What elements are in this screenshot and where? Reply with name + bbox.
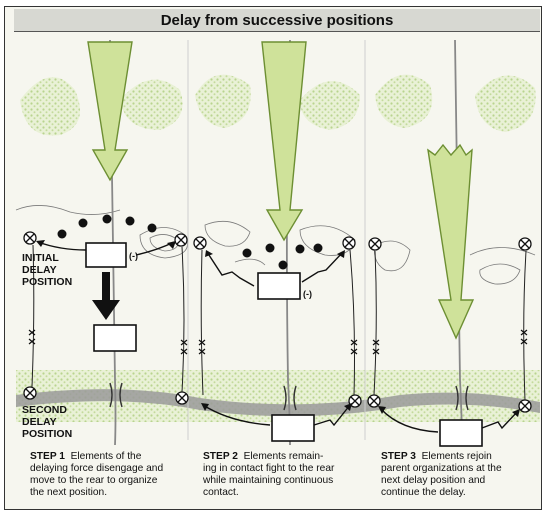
initial-label-line: INITIAL [22,252,59,264]
bridges [109,382,469,411]
attack-arrow-2 [261,41,307,242]
initial-delay-label: INITIAL DELAY POSITION [22,252,72,288]
caption-line: the next position. [30,487,108,498]
boundary-markers [28,329,528,355]
title-bar: Delay from successive positions [14,9,540,32]
initial-label-line: POSITION [22,276,73,288]
friendly-units [85,242,483,447]
unit-rear-step1 [93,324,137,352]
minus-sign-step2: (-) [303,289,312,299]
caption-line: delaying force disengage and [30,463,164,474]
caption-line: while maintaining continuous [203,475,334,486]
step-label: STEP 3 [381,451,416,462]
second-label-line: SECOND [22,404,67,416]
enemy-attack-arrows [87,41,475,340]
step-label: STEP 2 [203,451,238,462]
unit-second-step3 [439,419,483,447]
minus-sign-step1: (-) [129,251,138,261]
step-1-caption: STEP 1 Elements of the delaying force di… [30,451,182,499]
river [16,389,540,417]
diagram-title: Delay from successive positions [160,11,394,29]
step-3-caption: STEP 3 Elements rejoin parent organizati… [381,451,533,499]
unit-contact-step2 [257,272,301,300]
step-2-caption: STEP 2 Elements remain- ing in contact f… [203,451,363,499]
second-label-line: DELAY [22,416,57,428]
boundary-lines [31,244,527,401]
unit-second-step2 [271,414,315,442]
enemy-units [57,214,323,270]
step-label: STEP 1 [30,451,65,462]
caption-line: Elements remain- [243,451,324,462]
caption-line: parent organizations at the [381,463,502,474]
caption-line: ing in contact fight to the rear [203,463,335,474]
unit-initial-step1 [85,242,127,268]
caption-line: move to the rear to organize [30,475,158,486]
caption-line: continue the delay. [381,487,466,498]
movement-arrows [36,240,520,433]
second-delay-label: SECOND DELAY POSITION [22,404,72,440]
initial-label-line: DELAY [22,264,57,276]
caption-line: Elements of the [70,451,142,462]
caption-line: next delay position and [381,475,486,486]
caption-line: Elements rejoin [421,451,492,462]
attack-arrow-3 [427,143,475,340]
caption-line: contact. [203,487,239,498]
attack-arrow-1 [87,41,133,182]
second-label-line: POSITION [22,428,73,440]
withdraw-arrow-bold [92,272,120,320]
terrain-contours [15,205,536,285]
observation-posts [23,231,532,413]
vegetation-areas [16,74,540,422]
